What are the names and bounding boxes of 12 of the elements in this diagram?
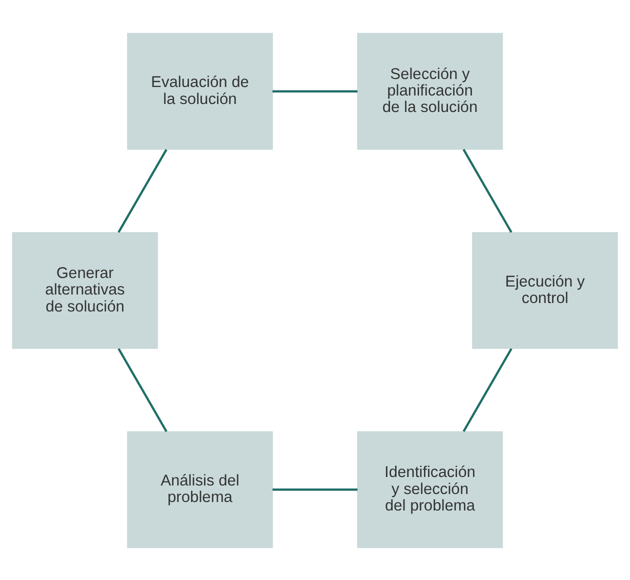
connector	[272, 90, 358, 92]
node-box: Ejecución y control	[472, 232, 618, 348]
connector	[118, 148, 168, 232]
connector	[272, 488, 358, 490]
node-box: Generar alternativas de solución	[12, 232, 158, 348]
node-box: Evaluación de la solución	[127, 32, 273, 150]
connector	[118, 348, 168, 432]
node-box: Identificación y selección del problema	[357, 430, 503, 548]
connector	[462, 148, 512, 232]
node-box: Selección y planificación de la solución	[357, 32, 503, 150]
connector	[462, 348, 512, 432]
node-box: Análisis del problema	[127, 430, 273, 548]
